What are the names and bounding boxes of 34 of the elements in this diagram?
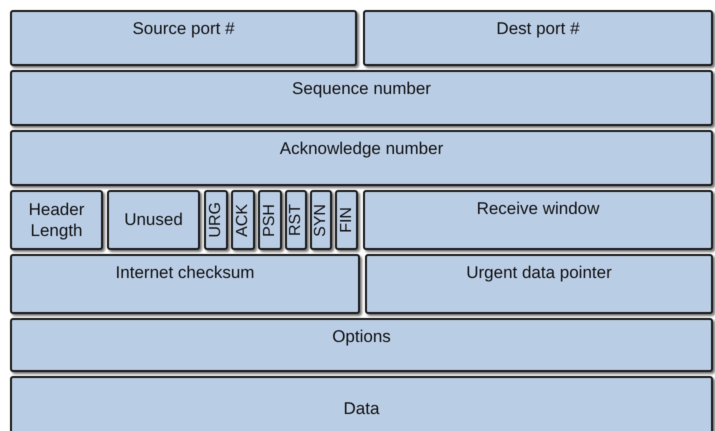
flag-field	[231, 190, 255, 250]
field-label: Dest port #	[496, 18, 580, 40]
header-field	[363, 10, 713, 66]
field-label: Data	[344, 398, 380, 420]
header-field	[10, 10, 357, 66]
field-label: Internet checksum	[116, 262, 254, 284]
field-label: Source port #	[132, 18, 235, 40]
header-field	[10, 376, 713, 431]
header-field	[10, 70, 713, 126]
field-label: Receive window	[476, 198, 600, 220]
flag-field	[204, 190, 228, 250]
field-label: Unused	[124, 209, 183, 231]
field-label: Sequence number	[292, 78, 431, 100]
field-label: RST	[286, 204, 305, 236]
flag-field	[258, 190, 282, 250]
field-label: FIN	[336, 207, 356, 233]
header-field	[10, 130, 713, 186]
header-field	[365, 254, 713, 314]
header-field	[10, 254, 360, 314]
field-label: URG	[206, 202, 225, 238]
header-field	[10, 318, 713, 372]
header-field	[107, 190, 200, 250]
header-field	[363, 190, 713, 250]
field-label: SYN	[311, 204, 330, 236]
field-label: PSH	[260, 204, 279, 236]
header-field	[10, 190, 103, 250]
flag-field	[335, 190, 358, 250]
field-label: Options	[332, 326, 391, 348]
field-label: Urgent data pointer	[466, 262, 612, 284]
flag-field	[310, 190, 332, 250]
field-label: Acknowledge number	[280, 138, 444, 160]
field-label: Header Length	[28, 198, 86, 242]
flag-field	[285, 190, 307, 250]
field-label: ACK	[233, 204, 252, 236]
